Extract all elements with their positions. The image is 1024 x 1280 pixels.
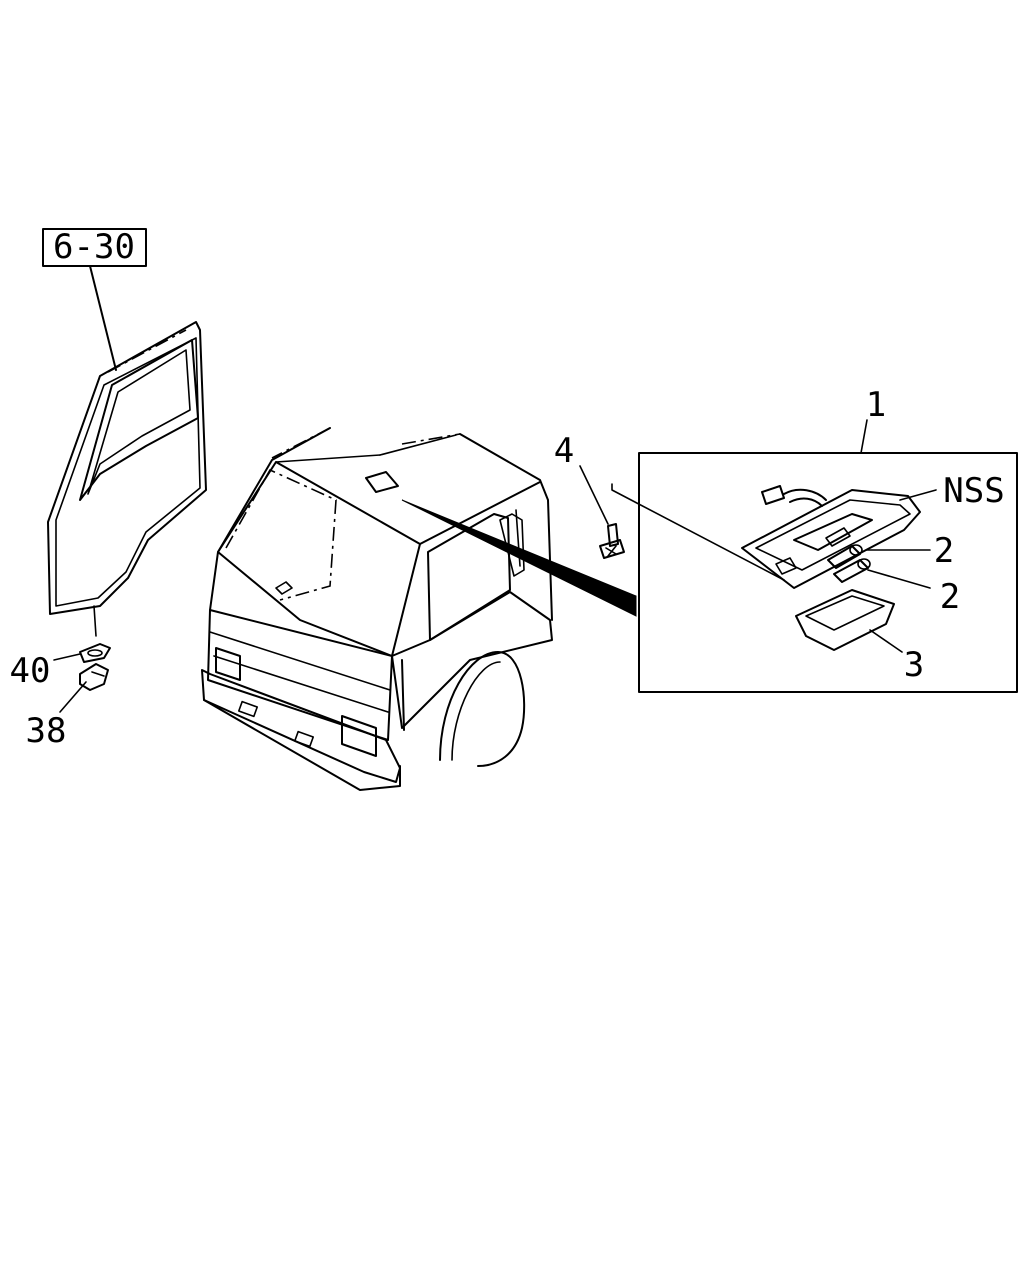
headlight-right (341, 715, 377, 757)
screw-head (599, 539, 625, 559)
grille-line-1 (209, 631, 391, 691)
switch-outline (79, 663, 109, 691)
windshield-outline (217, 461, 421, 657)
cab-side-body (391, 591, 553, 729)
front-panel (207, 609, 393, 741)
callout-3-leader (869, 629, 903, 653)
callout-40-leader (53, 653, 81, 661)
cab-door-rear-edge (401, 659, 405, 731)
callout-2b[interactable]: 2 (940, 577, 960, 617)
pad-hole (87, 649, 103, 657)
bulb-lower-tip (857, 558, 871, 570)
door-window-inner (87, 349, 191, 495)
screw-shank (607, 523, 619, 547)
callout-1-leader (860, 419, 868, 454)
callout-nss-leader (899, 489, 937, 501)
inner-mirror (275, 581, 293, 595)
bumper-slot-2 (293, 730, 315, 748)
screw-cross-2 (607, 545, 617, 557)
detail-pointer-wedge (401, 499, 637, 617)
pad-outline (79, 643, 111, 663)
housing-tab (775, 557, 797, 575)
switch-slot (825, 527, 851, 547)
cab-shoulder (419, 481, 541, 545)
cab-roof-line (271, 427, 331, 459)
connector (761, 485, 785, 505)
door-drawing (47, 321, 207, 637)
door-switch-pad (79, 643, 111, 663)
cab-roof-right (459, 433, 553, 621)
roof-lamp-plate (365, 471, 399, 493)
bulb-upper (827, 544, 863, 569)
lamp-lens (795, 589, 895, 651)
screw-part (599, 523, 625, 559)
door-outer-outline (47, 321, 207, 615)
truck-cab-drawing (201, 427, 553, 791)
switch-detail (91, 671, 105, 677)
cab-side-window-inner (499, 513, 525, 577)
roof-front-edge (275, 454, 381, 463)
cab-roof-line-2 (401, 433, 461, 445)
lens-top (805, 595, 885, 631)
reference-box-label: 6-30 (53, 227, 135, 267)
roof-top-edge (379, 434, 457, 456)
wheel-arch-inner (451, 661, 501, 761)
callout-4-leader (579, 465, 609, 525)
grille-line-2 (213, 655, 389, 713)
cab-roof (209, 427, 331, 611)
front-bumper (201, 669, 401, 783)
callout-nss[interactable]: NSS (943, 471, 1004, 511)
bulb-lower (833, 558, 871, 583)
lens-outline (795, 589, 895, 651)
door-window-seal (107, 329, 187, 373)
bumper-slot-1 (237, 700, 259, 718)
door-switch-leader (93, 605, 97, 637)
housing-outline (741, 489, 921, 589)
reference-box-frame (42, 228, 147, 267)
callout-38-leader (59, 681, 87, 713)
reference-box[interactable]: 6-30 (42, 227, 147, 267)
door-inner-outline (55, 337, 201, 607)
screw-install-line (611, 483, 785, 581)
headlight-left (215, 647, 241, 681)
bumper-bottom (203, 699, 401, 791)
callout-40[interactable]: 40 (10, 651, 51, 691)
door-window-outline (79, 339, 199, 501)
callout-3[interactable]: 3 (904, 645, 924, 685)
bulb-upper-tip (849, 544, 863, 556)
dome-lamp-housing (741, 485, 921, 589)
callout-2a[interactable]: 2 (934, 531, 954, 571)
harness-wire-2 (789, 497, 823, 507)
lens-window (793, 513, 873, 551)
callout-38[interactable]: 38 (26, 711, 67, 751)
callout-1[interactable]: 1 (866, 385, 886, 425)
callout-2b-leader (867, 569, 931, 589)
door-switch-body (79, 663, 109, 691)
callout-4[interactable]: 4 (554, 431, 574, 471)
detail-box-frame (638, 452, 1018, 693)
reference-leader-line (89, 265, 117, 371)
windshield-inner (225, 468, 337, 601)
wheel-arch (439, 651, 526, 767)
bulb-upper-body (827, 545, 861, 569)
harness-wire (783, 488, 827, 501)
